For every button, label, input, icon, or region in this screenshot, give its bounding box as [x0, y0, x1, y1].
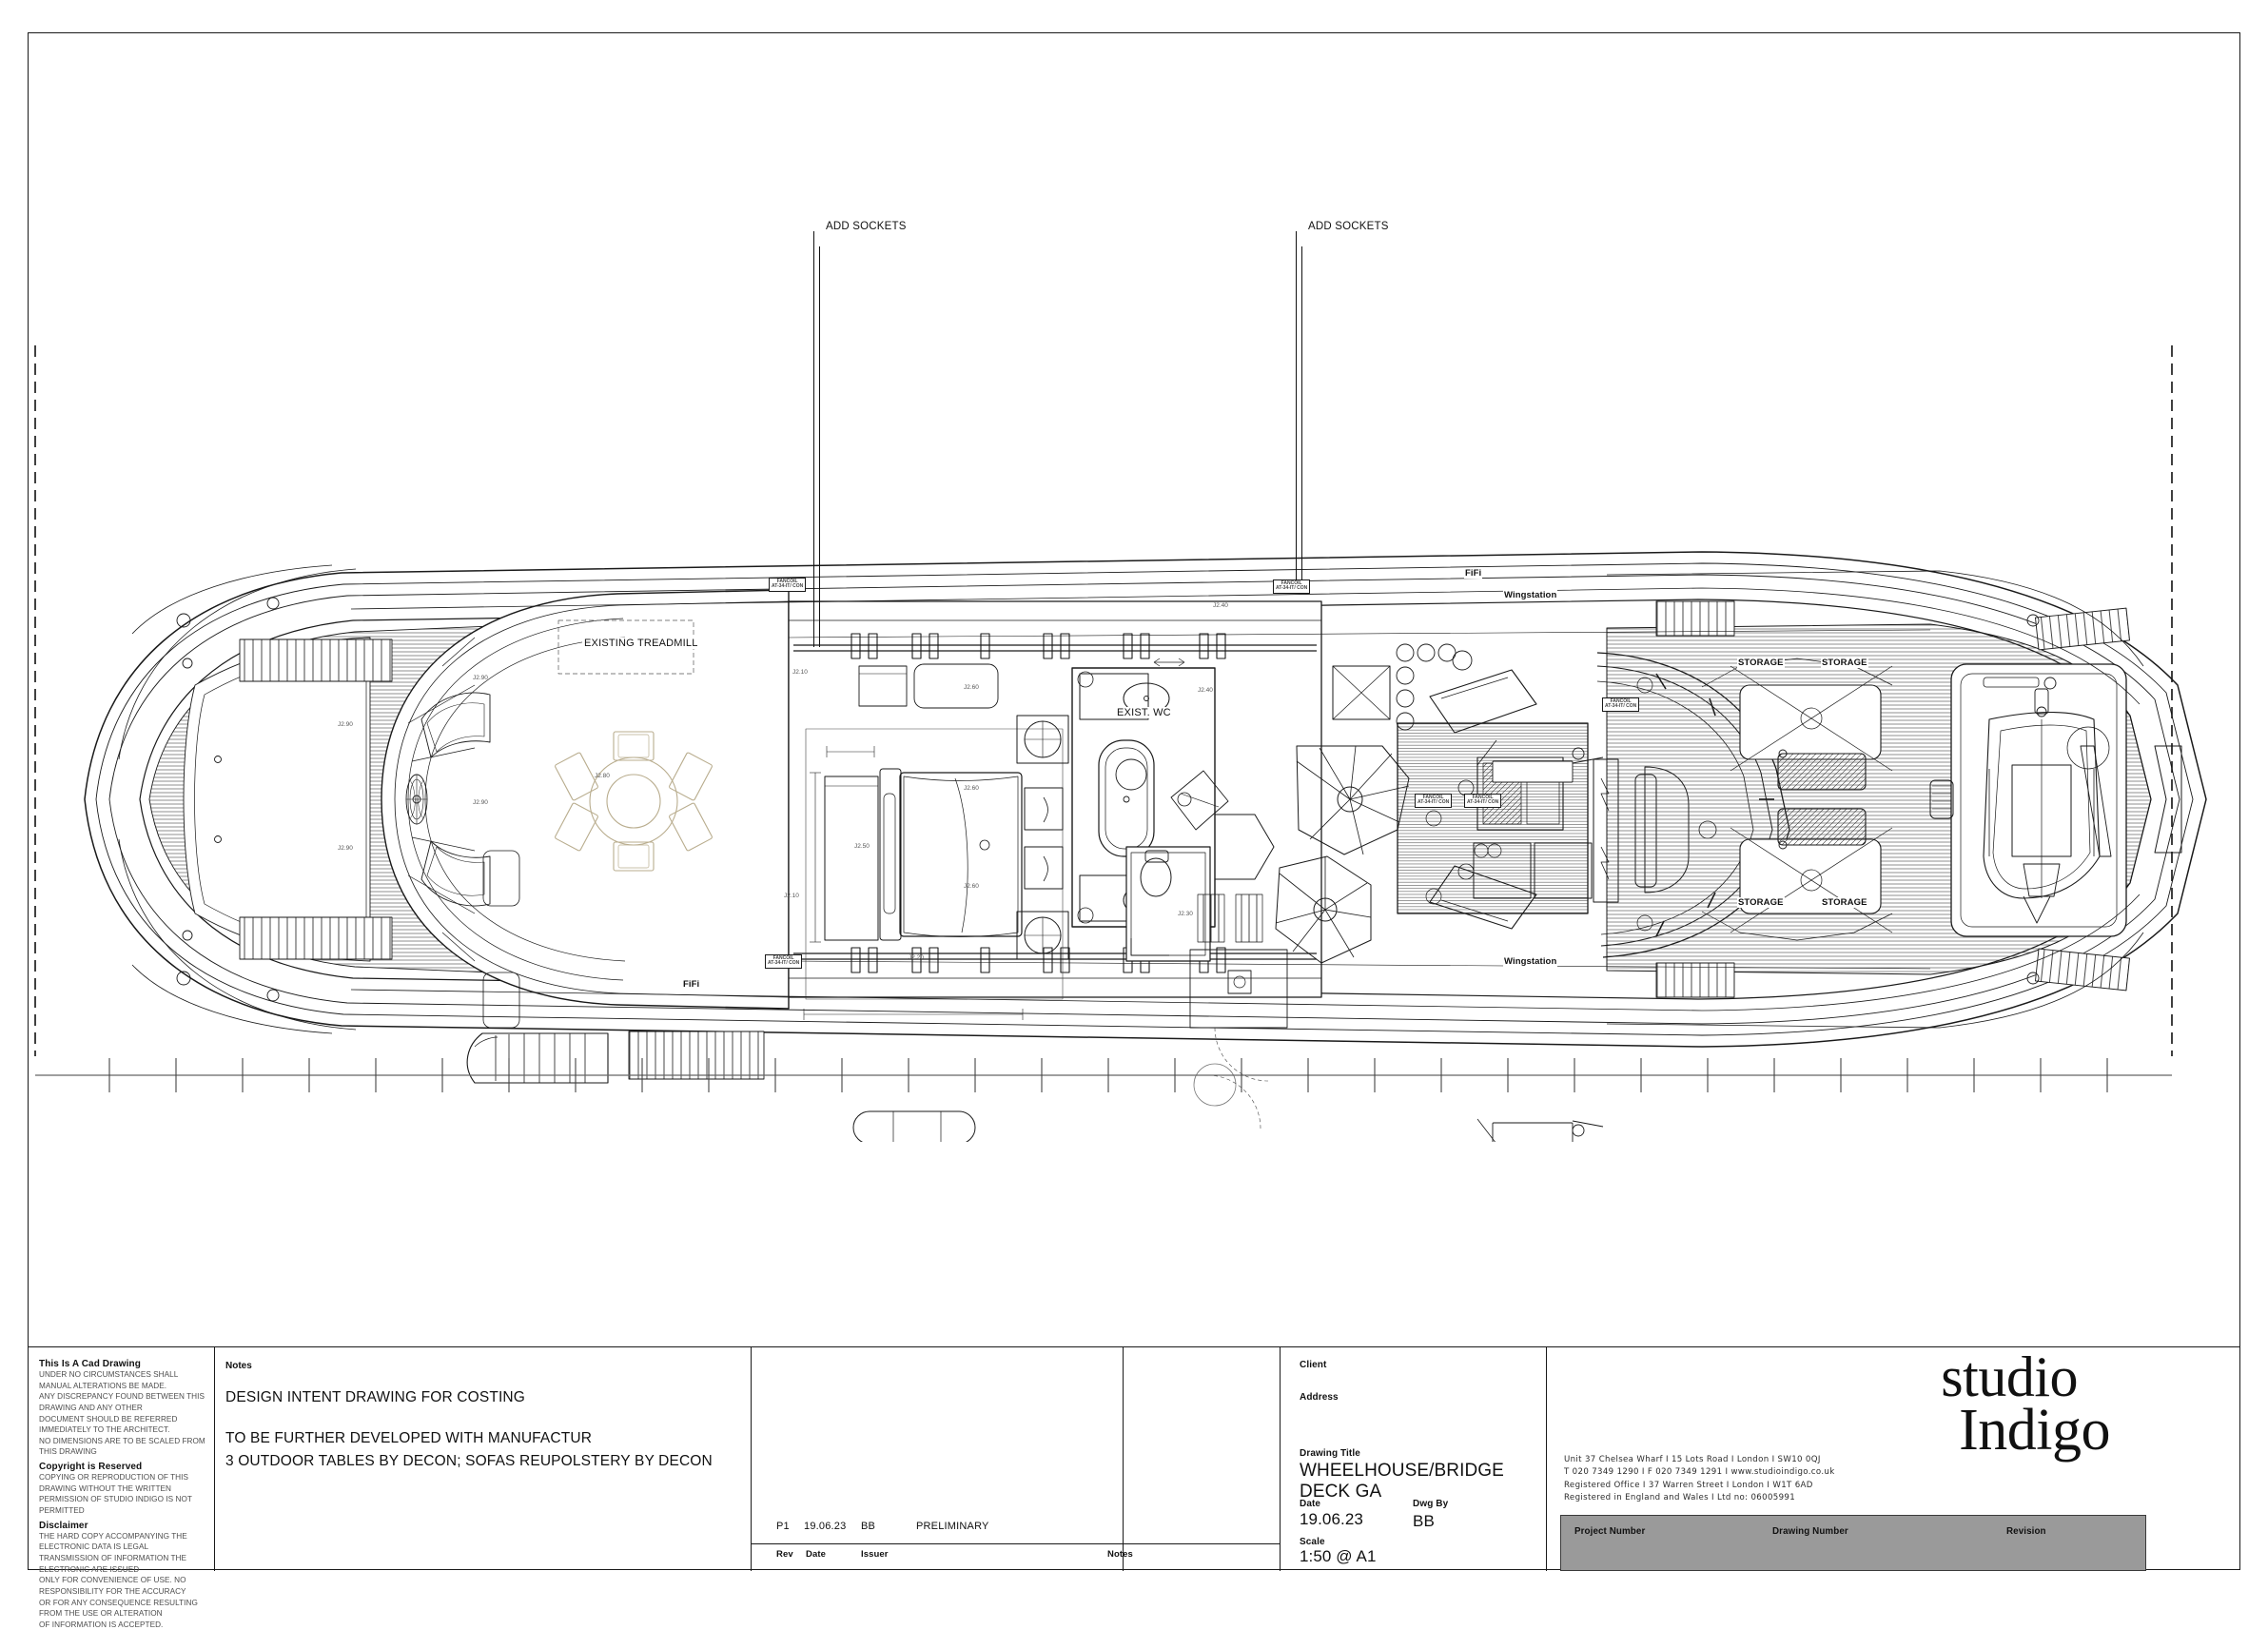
annotation-leader-line: [819, 246, 821, 647]
drawing-title-label: Drawing Title: [1300, 1448, 1360, 1459]
level-tag: J2.20: [909, 954, 924, 961]
plan-label: EXIST. WC: [1115, 707, 1173, 718]
level-tag: J2.60: [964, 785, 979, 792]
project-number-bar: Project Number Drawing Number Revision: [1560, 1515, 2146, 1571]
project-number-label: Project Number: [1574, 1526, 1646, 1537]
level-tag: J2.90: [338, 845, 353, 852]
revision-header-issuer: Issuer: [861, 1549, 889, 1560]
annotation-label-add-sockets: ADD SOCKETS: [824, 221, 909, 232]
level-tag: J2.40: [1198, 687, 1213, 694]
revision-notes: PRELIMINARY: [916, 1521, 989, 1532]
sheet-border: [28, 32, 2240, 1570]
plan-label: Wingstation: [1503, 956, 1558, 967]
deck-plan-drawing: [34, 345, 2207, 1142]
revision-table: P1 19.06.23 BB PRELIMINARY Rev Date Issu…: [751, 1347, 1280, 1571]
address-line-1: Unit 37 Chelsea Wharf I 15 Lots Road I L…: [1564, 1455, 1821, 1464]
tb-divider-4: [1280, 1347, 1281, 1571]
level-tag: J2.40: [1213, 602, 1228, 609]
level-tag: J2.90: [473, 799, 488, 806]
notes-line-3: TO BE FURTHER DEVELOPED WITH MANUFACTUR: [225, 1430, 593, 1447]
title-block: This Is A Cad Drawing UNDER NO CIRCUMSTA…: [28, 1346, 2240, 1629]
dwg-by-label: Dwg By: [1413, 1499, 1449, 1509]
address-line-4: Registered in England and Wales I Ltd no…: [1564, 1492, 1796, 1502]
date-value: 19.06.23: [1300, 1510, 1363, 1528]
notes-line-2: [225, 1408, 739, 1427]
notes-heading: Notes: [225, 1361, 252, 1371]
drawing-number-label: Drawing Number: [1772, 1526, 1848, 1537]
notes-block: Notes DESIGN INTENT DRAWING FOR COSTING …: [225, 1361, 739, 1472]
level-tag: J2.60: [964, 883, 979, 890]
revision-label: Revision: [2006, 1526, 2046, 1537]
project-info-block: Client Address Drawing Title WHEELHOUSE/…: [1280, 1347, 1546, 1571]
notes-line-4: 3 OUTDOOR TABLES BY DECON; SOFAS REUPOLS…: [225, 1452, 713, 1469]
drawing-area: EXISTING TREADMILL EXIST. WC STORAGE STORAG…: [28, 190, 2240, 1142]
cad-body-3: THE HARD COPY ACCOMPANYING THE ELECTRONI…: [39, 1531, 198, 1629]
revision-issuer: BB: [861, 1521, 876, 1532]
tb-divider-2: [751, 1347, 753, 1571]
revision-header-notes: Notes: [1107, 1549, 1133, 1560]
cad-body-2: COPYING OR REPRODUCTION OF THIS DRAWING …: [39, 1473, 192, 1516]
logo-line-1: studio: [1941, 1345, 2078, 1408]
cad-heading-3: Disclaimer: [39, 1520, 88, 1531]
address-line-3: Registered Office I 37 Warren Street I L…: [1564, 1480, 1813, 1490]
dwg-by-value: BB: [1413, 1512, 1435, 1530]
cad-heading-2: Copyright is Reserved: [39, 1462, 143, 1473]
practice-address: Unit 37 Chelsea Wharf I 15 Lots Road I L…: [1564, 1454, 2135, 1504]
annotation-leader-line: [1301, 246, 1303, 580]
scale-value: 1:50 @ A1: [1300, 1547, 1377, 1565]
level-tag: J2.90: [473, 675, 488, 681]
annotation-leader-line: [1296, 231, 1298, 580]
plan-label: STORAGE: [1737, 658, 1785, 668]
plan-label: Wingstation: [1503, 590, 1558, 600]
revision-rev: P1: [776, 1521, 790, 1532]
plan-label: STORAGE: [1821, 658, 1868, 668]
level-tag: J2.90: [338, 721, 353, 728]
level-tag: J2.80: [595, 773, 610, 779]
cad-body-1: UNDER NO CIRCUMSTANCES SHALL MANUAL ALTE…: [39, 1370, 205, 1457]
practice-block: studio Indigo Unit 37 Chelsea Wharf I 15…: [1546, 1347, 2240, 1571]
client-label: Client: [1300, 1360, 1327, 1370]
annotation-label-add-sockets: ADD SOCKETS: [1306, 221, 1391, 232]
plan-label: EXISTING TREADMILL: [582, 638, 700, 649]
logo-line-2: Indigo: [1959, 1398, 2110, 1463]
cad-disclaimer-block: This Is A Cad Drawing UNDER NO CIRCUMSTA…: [39, 1359, 208, 1630]
level-tag: J2.10: [792, 669, 808, 676]
plan-label: STORAGE: [1737, 897, 1785, 908]
tb-divider-3: [1123, 1347, 1124, 1571]
tb-divider-1: [214, 1347, 216, 1571]
notes-body: DESIGN INTENT DRAWING FOR COSTING TO BE …: [225, 1386, 739, 1472]
date-label: Date: [1300, 1499, 1321, 1509]
cad-heading-1: This Is A Cad Drawing: [39, 1359, 141, 1369]
address-line-2: T 020 7349 1290 I F 020 7349 1291 I www.…: [1564, 1467, 1835, 1478]
revision-header-date: Date: [806, 1549, 826, 1560]
address-label: Address: [1300, 1392, 1339, 1403]
revision-date: 19.06.23: [804, 1521, 847, 1532]
studio-indigo-logo: studio Indigo: [1547, 1345, 2137, 1463]
scale-label: Scale: [1300, 1537, 1325, 1547]
level-tag: J2.10: [784, 893, 799, 899]
plan-label: STORAGE: [1821, 897, 1868, 908]
level-tag: J2.60: [964, 684, 979, 691]
revision-header-rev: Rev: [776, 1549, 793, 1560]
annotation-leader-line: [813, 231, 815, 647]
plan-label: FiFi: [1464, 568, 1483, 579]
level-tag: J2.50: [854, 843, 870, 850]
plan-label: FiFi: [682, 979, 701, 990]
revision-header-rule: [751, 1543, 1280, 1545]
drawing-title-value: WHEELHOUSE/BRIDGE DECK GA: [1300, 1461, 1504, 1502]
notes-line-1: DESIGN INTENT DRAWING FOR COSTING: [225, 1389, 525, 1405]
level-tag: J2.30: [1178, 911, 1193, 917]
